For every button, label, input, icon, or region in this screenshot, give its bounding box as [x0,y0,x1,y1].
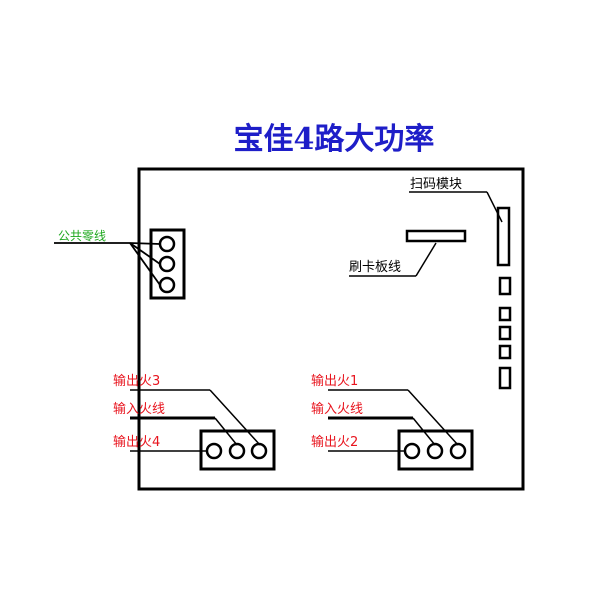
board-outline [137,167,525,491]
diagram-title: 宝佳4路大功率 [234,122,435,157]
card-cable-connector [405,229,467,243]
out3-label: 输出火3 [113,373,160,389]
scanner-label: 扫码模块 [410,177,462,192]
out2-label: 输出火2 [311,434,358,450]
card-cable-leader [415,242,437,277]
card-cable-label: 刷卡板线 [349,260,401,275]
neutral-terminal-block [149,228,186,300]
right-small-components [498,276,512,390]
neutral-label: 公共零线 [58,229,106,243]
right-input-label: 输入火线 [311,401,363,417]
scanner-module [496,206,511,267]
right-output-terminal-block [397,429,474,471]
out4-label: 输出火4 [113,434,160,450]
left-output-terminal-block [199,429,276,471]
neutral-wires [54,242,161,286]
left-output-wires [130,389,261,452]
right-output-wires [328,389,459,452]
left-input-label: 输入火线 [113,401,165,417]
scanner-leader [486,191,503,223]
out1-label: 输出火1 [311,373,358,389]
